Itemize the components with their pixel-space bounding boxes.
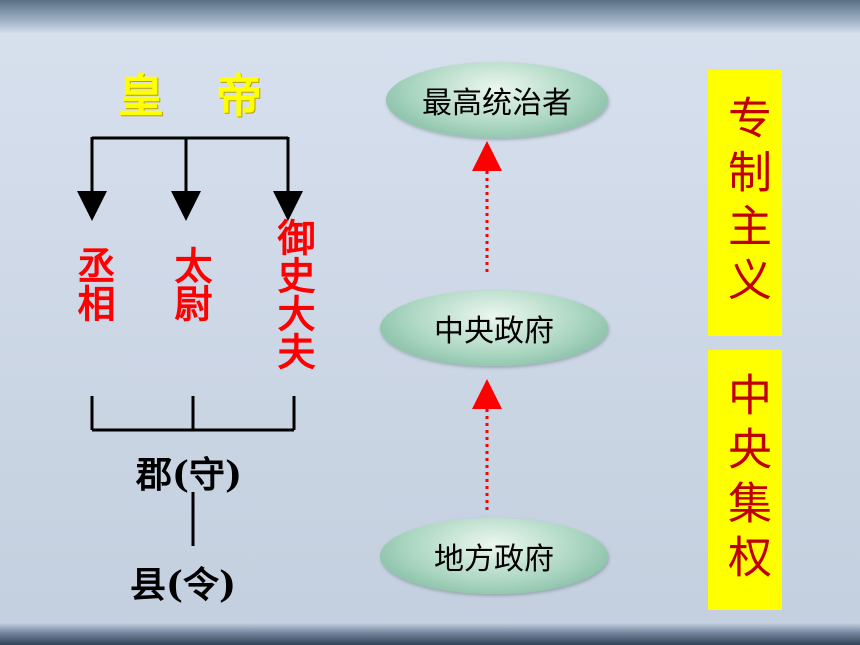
- commandery-label: 郡(守): [136, 454, 243, 496]
- centralization-box: 中央集权: [708, 350, 782, 610]
- central-government-node: 中央政府: [380, 290, 608, 366]
- supreme-ruler-text: 最高统治者: [422, 86, 572, 121]
- local-government-node: 地方政府: [380, 518, 608, 594]
- emperor-to-officials-bracket: [77, 136, 303, 221]
- county-label: 县(令): [130, 564, 237, 606]
- imperial-censor-label: 御史大夫: [271, 218, 315, 370]
- autocracy-box: 专制主义: [708, 70, 782, 336]
- central-government-text: 中央政府: [434, 314, 554, 349]
- centralization-text: 中央集权: [720, 372, 771, 588]
- grand-commandant-label: 太尉: [168, 246, 212, 322]
- supreme-ruler-node: 最高统治者: [386, 62, 608, 138]
- officials-to-commandery-bracket: [90, 396, 296, 432]
- emperor-label: 皇 帝: [118, 69, 281, 123]
- chancellor-label: 丞相: [71, 246, 115, 322]
- local-government-text: 地方政府: [434, 542, 554, 577]
- autocracy-text: 专制主义: [720, 95, 771, 311]
